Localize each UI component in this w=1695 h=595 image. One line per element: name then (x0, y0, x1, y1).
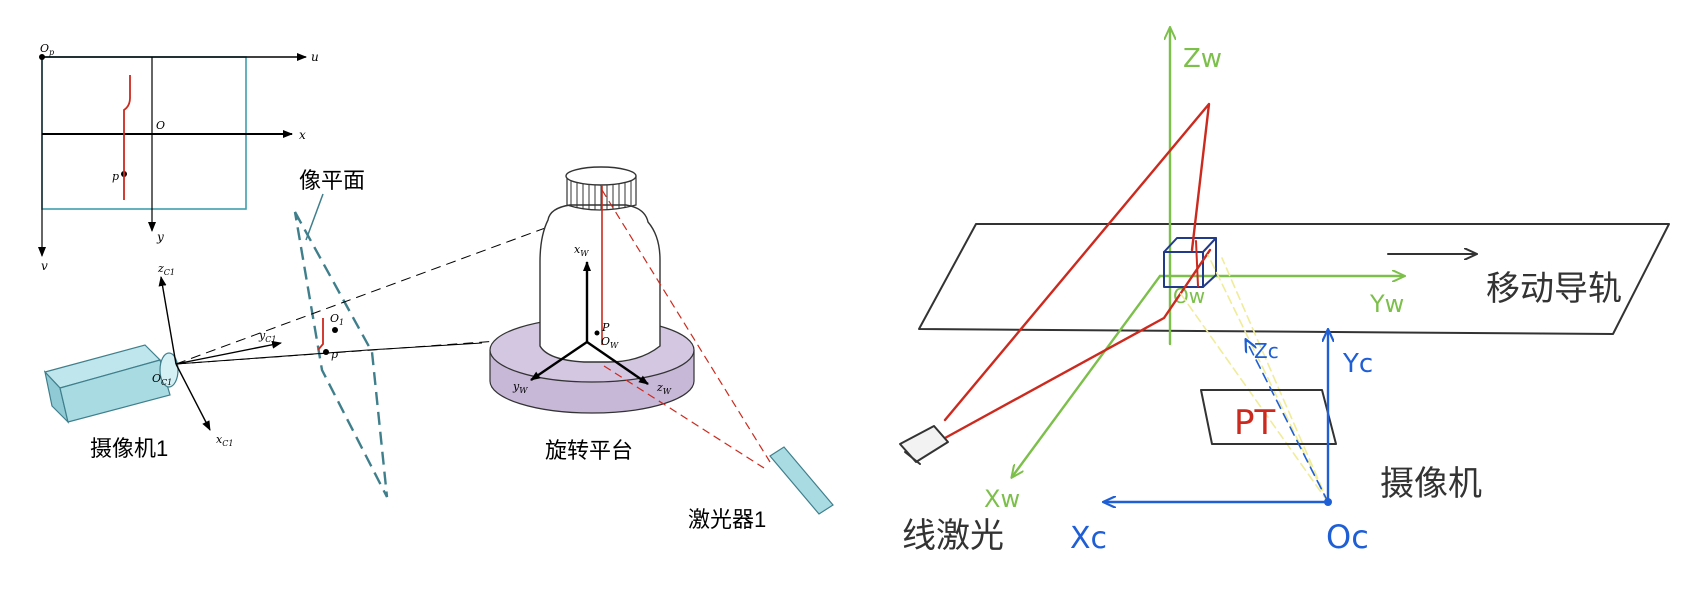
camera-z-label: Zc (1254, 339, 1279, 363)
P-point (594, 330, 600, 336)
yc1-axis (175, 340, 282, 365)
view-line-2 (1207, 254, 1329, 503)
x-label: x (299, 128, 306, 142)
laser-beam-bottom (603, 365, 765, 469)
right-diagram: 移动导轨 Zw Yw Xw Ow 线激光 (899, 28, 1670, 556)
camera-origin-label: Oc (1326, 518, 1369, 556)
ow-label: OW (601, 335, 619, 350)
laser-beam-top (601, 189, 771, 463)
world-y-label: Yw (1369, 290, 1404, 318)
camera-x-label: Xc (1070, 521, 1107, 556)
bottle-cap-top (565, 166, 637, 186)
laser-device-body (899, 425, 949, 463)
zw-axis (586, 341, 649, 385)
world-x-axis (1012, 274, 1162, 477)
view-line-1 (1177, 289, 1329, 503)
o1-label: O1 (330, 312, 344, 327)
p-plane-point (323, 349, 329, 355)
camera-1-label: 摄像机1 (90, 436, 168, 461)
world-z-label: Zw (1183, 44, 1222, 74)
laser-1-label: 激光器1 (688, 507, 766, 532)
zw-label: zW (656, 381, 672, 396)
camera-image-plane (1200, 389, 1337, 445)
p-image-label: p (112, 170, 119, 183)
cube-side (1202, 237, 1217, 288)
laser-stripe-plane (317, 318, 324, 351)
projection-line-solid (367, 342, 483, 351)
o1-point (332, 327, 338, 333)
oc1-label: OC1 (152, 372, 172, 387)
world-x-label: Xw (984, 485, 1020, 513)
projection-line-top (175, 216, 576, 365)
camera-origin-point (1324, 498, 1332, 506)
zc1-label: zC1 (157, 262, 175, 277)
camera-label: 摄像机 (1380, 464, 1482, 504)
line-laser-label: 线激光 (902, 516, 1004, 556)
camera-front-face (59, 359, 171, 423)
image-coordinate-frame: Op u v x y O p (38, 42, 319, 273)
image-plane-leader (305, 193, 324, 241)
o-label: O (156, 119, 165, 132)
rail-label: 移动导轨 (1486, 269, 1622, 309)
image-plane-point-label: PT (1234, 403, 1276, 443)
op-point (39, 54, 45, 60)
y-label: y (156, 230, 164, 244)
camera-lens (159, 352, 179, 388)
laser-line-upper (943, 102, 1211, 422)
yw-axis (530, 341, 588, 381)
P-label: P (601, 321, 610, 334)
platform-label: 旋转平台 (545, 438, 633, 463)
xc1-label: xC1 (216, 433, 233, 448)
bottle (539, 166, 661, 363)
u-label: u (311, 50, 319, 64)
bottle-body (539, 204, 661, 363)
zc1-axis (158, 276, 177, 365)
camera-y-label: Yc (1342, 349, 1373, 379)
laser-body (769, 446, 834, 515)
camera-z-axis (1246, 340, 1329, 503)
line-laser-device (899, 425, 949, 465)
image-plane (293, 211, 389, 498)
measured-cube (1163, 237, 1217, 288)
laser-1 (769, 446, 834, 515)
op-label: Op (40, 42, 54, 57)
laser-stripe-cube (1195, 240, 1199, 287)
laser-stripe-image (123, 75, 131, 200)
left-diagram: Op u v x y O p 像平面 OC1 摄像机1 zC1 yC1 xC1 (38, 42, 834, 532)
xw-label: xW (574, 243, 589, 258)
laser-device-base (904, 451, 921, 465)
p-plane-label: p (331, 348, 338, 361)
yc1-label: yC1 (258, 329, 276, 344)
v-label: v (41, 259, 48, 273)
laser-line-lower (943, 248, 1212, 440)
xc1-axis (175, 363, 211, 431)
projection-line-short (175, 349, 369, 365)
view-line-3 (1221, 257, 1329, 503)
rail-plane (918, 223, 1670, 335)
camera-1: OC1 (43, 344, 179, 424)
yw-label: yW (512, 380, 528, 395)
image-plane-label: 像平面 (299, 168, 365, 193)
